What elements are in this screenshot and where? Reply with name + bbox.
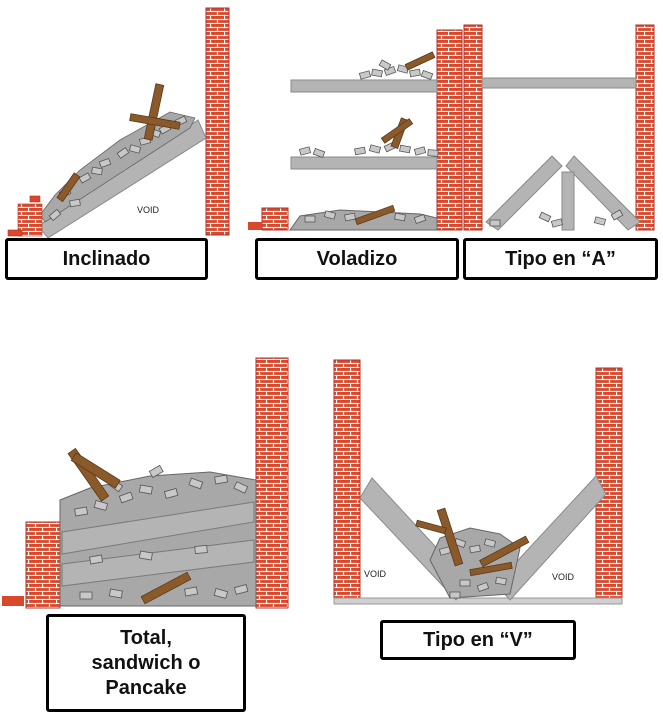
floor-line — [333, 597, 623, 605]
label-tipo-a-text: Tipo en “A” — [505, 247, 616, 270]
debris-blocks — [74, 464, 249, 600]
wooden-beams — [354, 51, 436, 226]
debris-blocks — [489, 209, 624, 228]
label-voladizo: Voladizo — [255, 238, 459, 280]
tipo-v-scene: VOID VOID — [333, 359, 623, 605]
wooden-beams — [415, 507, 530, 577]
wooden-beams — [56, 83, 181, 203]
a-slab-left — [485, 155, 563, 231]
cantilever-slab-lower — [290, 156, 438, 170]
tipo-a-scene — [463, 24, 655, 231]
void-label-1: VOID — [137, 205, 160, 215]
brick-wall — [436, 29, 463, 231]
void-label-left: VOID — [364, 569, 387, 579]
debris-pile — [39, 111, 196, 223]
ground-debris-blocks — [304, 210, 427, 225]
label-total-line2: sandwich o — [91, 651, 201, 674]
brick-wall-right — [635, 24, 655, 231]
v-slab-right — [495, 475, 607, 601]
a-slab-right — [565, 155, 641, 231]
cantilever-slab-upper — [290, 79, 438, 93]
wooden-beams — [67, 447, 192, 605]
label-voladizo-text: Voladizo — [316, 247, 398, 270]
brick-wall — [205, 7, 230, 236]
inclinado-scene: VOID — [7, 7, 230, 239]
label-total-line1: Total, — [120, 626, 172, 649]
brick-wall-left — [333, 359, 361, 601]
center-support — [561, 171, 575, 231]
brick-wall-left — [25, 521, 61, 609]
rubble-bricks — [7, 195, 43, 237]
intact-slab — [481, 77, 637, 89]
brick-fragment — [2, 596, 24, 606]
voladizo-scene — [248, 29, 463, 231]
pancake-scene — [2, 357, 289, 609]
brick-wall-right — [255, 357, 289, 609]
inclined-slab — [37, 119, 207, 239]
label-tipo-v: Tipo en “V” — [380, 620, 576, 660]
label-inclinado-text: Inclinado — [62, 247, 151, 270]
label-inclinado: Inclinado — [5, 238, 208, 280]
debris-blocks — [298, 59, 439, 159]
label-total-pancake: Total, sandwich o Pancake — [46, 614, 246, 712]
brick-wall-left — [463, 24, 483, 231]
label-total-line3: Pancake — [105, 676, 187, 699]
pancake-slab-upper — [61, 501, 255, 555]
rubble-bricks — [248, 207, 289, 231]
label-tipo-v-text: Tipo en “V” — [423, 628, 533, 651]
void-label-right: VOID — [552, 572, 575, 582]
label-tipo-a: Tipo en “A” — [463, 238, 658, 280]
